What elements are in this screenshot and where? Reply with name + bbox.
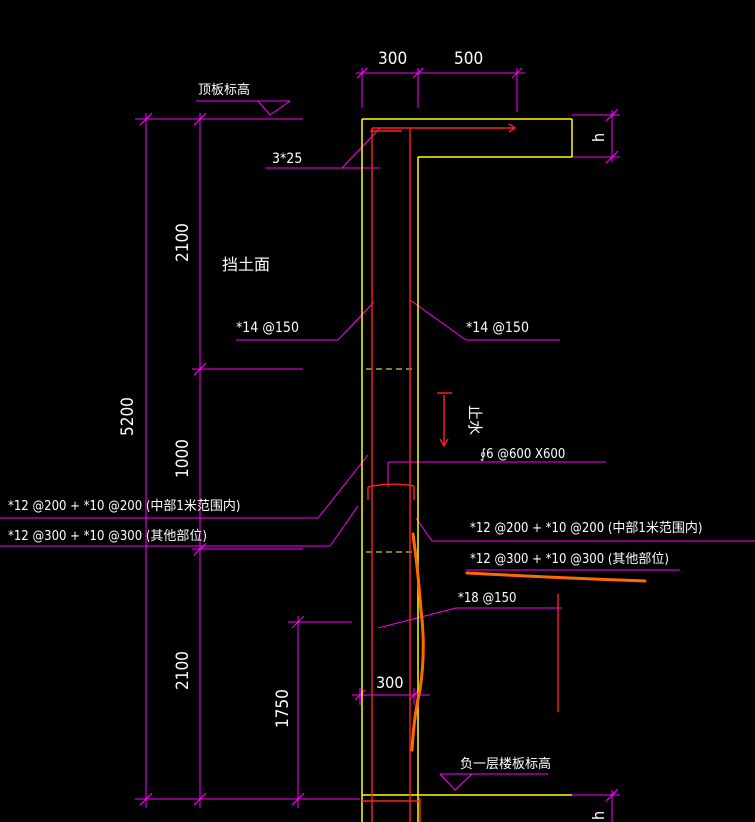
rebar-lines <box>362 123 559 822</box>
dim-h-bottom: h <box>589 811 608 820</box>
dim-total-height: 5200 <box>118 397 138 436</box>
roof-level-label: 顶板标高 <box>198 82 250 98</box>
dim-seg-mid: 1000 <box>173 439 193 478</box>
left-horiz-label-2: *12 @300 + *10 @300 (其他部位) <box>8 529 207 544</box>
dim-seg-bottom: 2100 <box>173 651 193 690</box>
markup-strokes <box>410 532 647 752</box>
dim-lower: 1750 <box>273 689 293 728</box>
dim-top-right: 500 <box>454 49 483 69</box>
floor-level-label: 负一层楼板标高 <box>460 756 551 772</box>
right-vertical-label: *14 @150 <box>466 320 529 336</box>
soil-face-label: 挡土面 <box>222 255 270 274</box>
bottom-bar-label: *18 @150 <box>458 591 516 606</box>
tie-bar-label: ∮6 @600 X600 <box>480 447 565 462</box>
annotations: 300 500 顶板标高 3*25 挡土面 *14 @150 *14 @150 … <box>8 49 702 820</box>
top-cover-label: 3*25 <box>272 151 302 167</box>
dim-seg-top: 2100 <box>173 223 193 262</box>
wall-outline <box>361 118 573 822</box>
left-horiz-label-1: *12 @200 + *10 @200 (中部1米范围内) <box>8 498 240 514</box>
left-vertical-label: *14 @150 <box>236 320 299 336</box>
right-horiz-label-1: *12 @200 + *10 @200 (中部1米范围内) <box>470 520 702 536</box>
water-stop-label: 止水 <box>466 405 484 435</box>
dimension-lines <box>0 67 755 822</box>
dim-wall-thickness: 300 <box>376 673 403 692</box>
dim-h-top: h <box>589 133 608 142</box>
hidden-lines <box>366 368 414 553</box>
right-horiz-label-2: *12 @300 + *10 @300 (其他部位) <box>470 552 669 567</box>
dim-top-left: 300 <box>378 49 407 69</box>
